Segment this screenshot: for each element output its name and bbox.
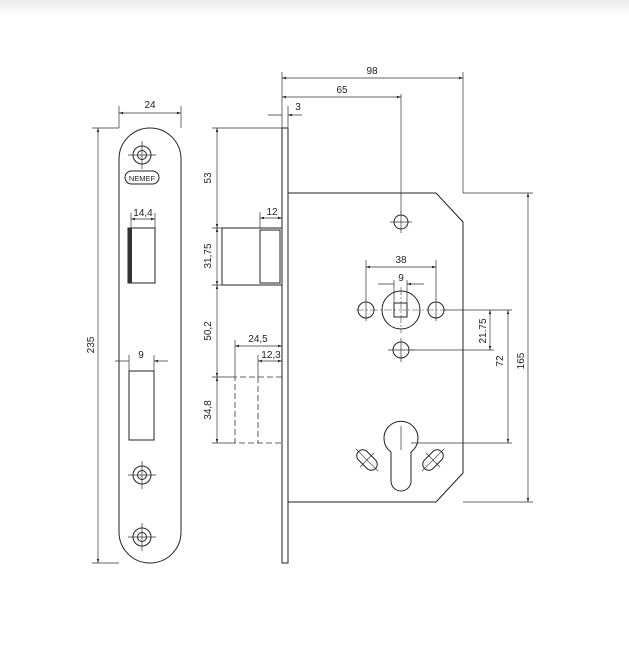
screw-hole-icon — [128, 461, 156, 489]
bolt-slot — [128, 370, 155, 441]
dim-label: 12 — [266, 207, 278, 218]
dim-label: 9 — [138, 350, 144, 361]
dim-label: 72 — [495, 355, 506, 367]
dim-label: 50,2 — [203, 321, 214, 341]
dim-label: 38 — [395, 255, 407, 266]
faceplate-front-view: NEMEF 24 235 14,4 9 — [86, 100, 182, 564]
screw-hole-icon — [128, 523, 156, 551]
dim-label: 12,3 — [261, 350, 281, 361]
fixing-hole-icon — [388, 338, 414, 362]
cylinder-cutout-icon — [383, 420, 419, 492]
dim-label: 3 — [295, 102, 301, 113]
browser-top-shade — [0, 0, 629, 16]
dim-label: 31,75 — [203, 243, 214, 268]
dim-label: 24,5 — [248, 334, 268, 345]
dim-label: 165 — [516, 352, 527, 369]
dim-label: 65 — [336, 85, 348, 96]
dim-label: 9 — [398, 273, 404, 284]
follower-icon — [356, 287, 446, 333]
dim-label: 235 — [86, 336, 97, 353]
lock-case-side-view: 53 31,75 50,2 34,8 12 24,5 12,3 3 98 65 … — [203, 66, 533, 564]
brand-logo — [124, 170, 160, 185]
oval-screw-slot-icon — [355, 448, 379, 472]
fixing-hole-icon — [357, 299, 375, 321]
screw-hole-icon — [128, 141, 156, 169]
dim-label: 53 — [203, 172, 214, 184]
dim-label: 14,4 — [133, 208, 153, 219]
dim-label: 21.75 — [478, 318, 489, 343]
fixing-hole-icon — [390, 211, 412, 233]
brand-logo-text: NEMEF — [129, 174, 156, 183]
dim-label: 34,8 — [203, 400, 214, 420]
oval-screw-slot-icon — [421, 448, 445, 472]
dim-label: 24 — [144, 100, 156, 111]
dim-label: 98 — [366, 66, 378, 77]
